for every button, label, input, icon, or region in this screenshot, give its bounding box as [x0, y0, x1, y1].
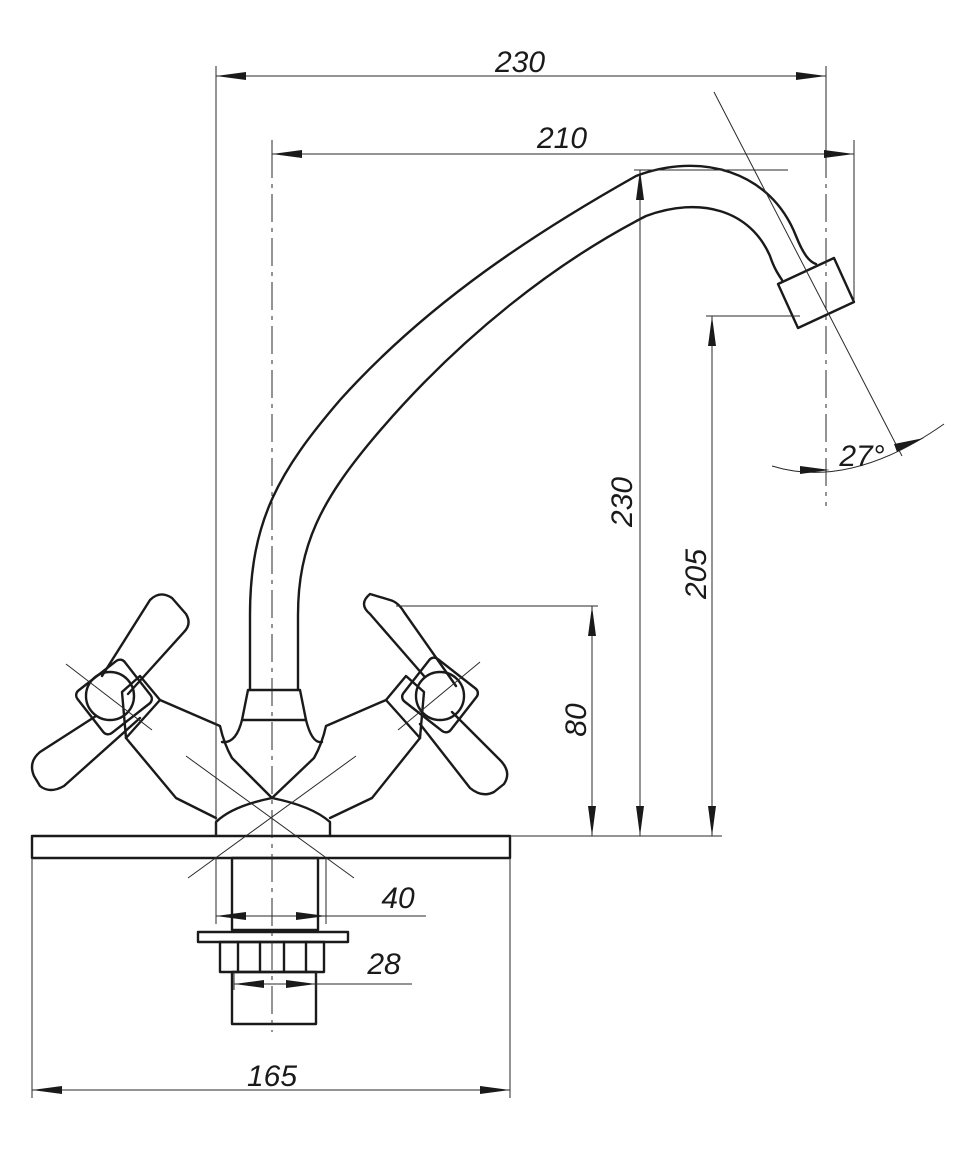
spout-collar: [240, 688, 308, 722]
threaded-stud: [230, 970, 318, 1026]
deck-plate: [30, 834, 512, 860]
aerator: [776, 256, 856, 330]
spout: [248, 164, 818, 692]
right-handle-lower-arm: [418, 710, 509, 796]
label-base-width: 165: [247, 1060, 297, 1093]
label-body-diameter: 40: [381, 882, 415, 915]
left-handle-lower-arm: [30, 714, 142, 792]
right-valve-body: [270, 698, 422, 820]
left-handle-upper-arm: [100, 593, 190, 696]
right-handle-hub: [400, 656, 480, 734]
lock-washer: [196, 930, 350, 944]
dimension-lines: [32, 72, 945, 1094]
label-outlet-height: 205: [680, 549, 713, 600]
extension-lines: [31, 66, 855, 1098]
center-lines: [65, 91, 903, 1032]
label-overall-height: 230: [606, 477, 639, 528]
mounting-shank: [230, 856, 320, 932]
label-handle-height: 80: [560, 703, 593, 737]
right-handle-upper-arm: [362, 592, 458, 688]
label-spout-reach: 210: [536, 122, 587, 155]
label-thread-diameter: 28: [366, 948, 401, 981]
faucet-body: [30, 164, 856, 1026]
dimension-labels: 230 210 230 205 80 27° 40 28 165: [247, 46, 885, 1093]
body-base: [214, 796, 332, 838]
label-spout-angle: 27°: [838, 440, 884, 473]
label-overall-width: 230: [494, 46, 545, 79]
left-valve-body: [124, 698, 274, 820]
dim-arc-spout-angle: [771, 423, 945, 473]
